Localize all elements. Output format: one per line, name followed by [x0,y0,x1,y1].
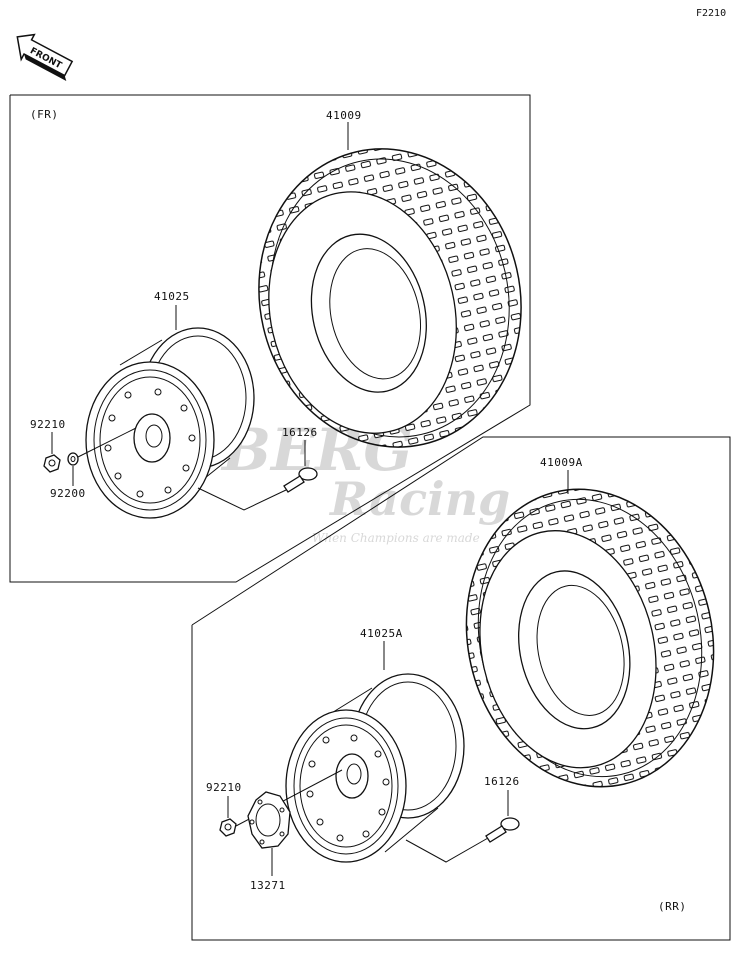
plate-rear [247,791,291,849]
watermark-racing: Racing [328,472,510,526]
label-41009A: 41009A [540,456,583,469]
nut-rear [219,818,237,837]
wheel-rear [285,673,465,863]
label-92200: 92200 [50,487,86,500]
front-arrow-icon: FRONT [16,33,74,82]
tire-front [258,148,522,448]
label-41009: 41009 [326,109,362,122]
front-section-border [9,94,531,583]
washer-front [67,452,79,466]
bolt-front [283,467,318,493]
label-92210-rear: 92210 [206,781,242,794]
rear-section-label: (RR) [658,900,687,913]
bolt-rear [485,817,520,843]
nut-front [43,454,61,473]
label-92210-front: 92210 [30,418,66,431]
rear-section-border [191,436,731,941]
wheel-front [85,327,255,519]
label-41025A: 41025A [360,627,403,640]
front-section-label: (FR) [30,108,59,121]
label-16126-front: 16126 [282,426,318,439]
label-13271: 13271 [250,879,286,892]
diagram-code: F2210 [696,8,726,19]
watermark-tagline: When Champions are made [312,531,480,545]
label-16126-rear: 16126 [484,775,520,788]
label-41025: 41025 [154,290,190,303]
tire-rear [465,488,715,788]
